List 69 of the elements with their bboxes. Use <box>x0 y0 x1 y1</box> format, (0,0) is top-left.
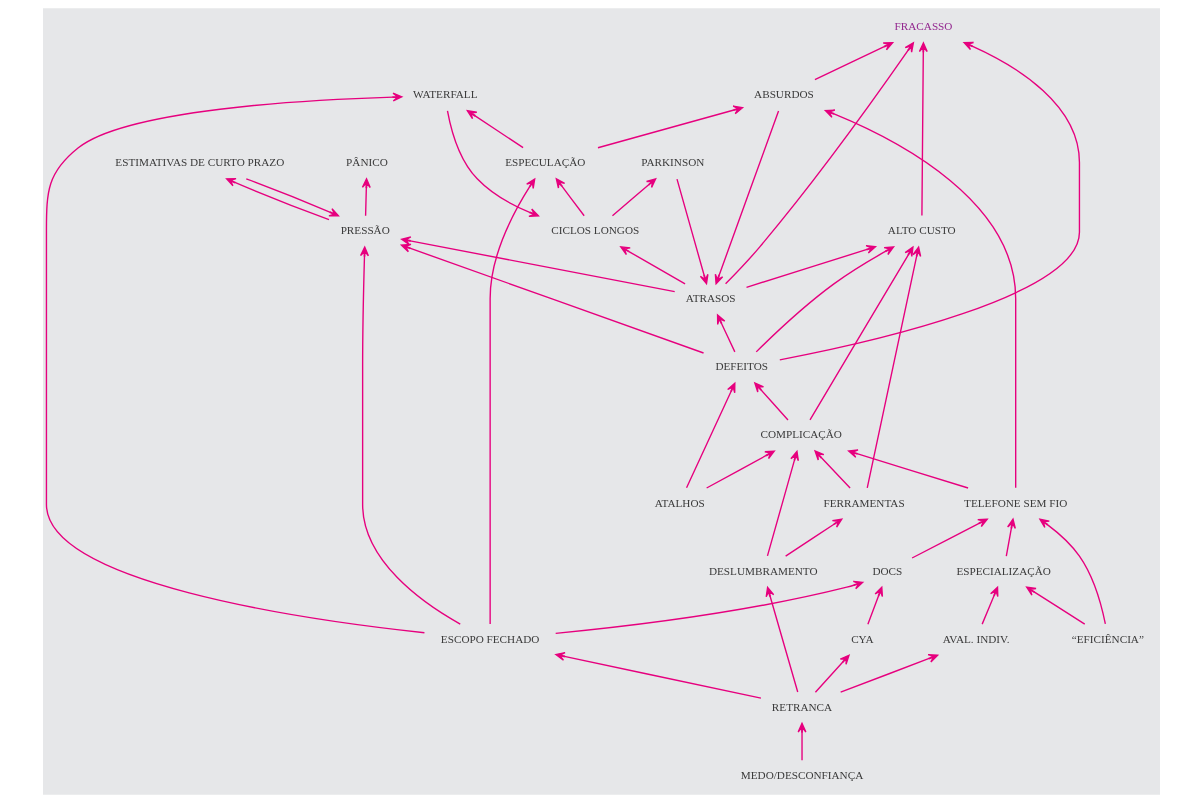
arrow <box>45 92 426 634</box>
arrow <box>847 449 969 489</box>
arrow <box>866 246 922 489</box>
node-text: ABSURDOS <box>754 88 814 101</box>
arrow <box>359 246 461 625</box>
node-text: ESTIMATIVAS DE CURTO PRAZO <box>115 156 285 169</box>
node-text: PRESSÃO <box>340 224 390 237</box>
node-text: CICLOS LONGOS <box>551 224 640 237</box>
arrow <box>809 246 914 421</box>
node-text: ESCOPO FECHADO <box>440 632 540 645</box>
arrow <box>716 314 736 353</box>
arrow <box>225 178 330 221</box>
arrow <box>754 382 789 421</box>
node-text: ATRASOS <box>685 292 736 305</box>
node-text: RETRANCA <box>771 700 833 713</box>
arrow <box>1039 518 1107 625</box>
arrow <box>555 178 585 217</box>
arrow <box>911 518 988 559</box>
node-text: DOCS <box>872 564 903 577</box>
arrow <box>918 42 928 217</box>
arrow <box>814 42 894 81</box>
arrow <box>755 246 895 353</box>
node-text: ESPECULAÇÃO <box>505 156 586 169</box>
node-text: FRACASSO <box>894 20 953 33</box>
arrow <box>555 651 762 699</box>
arrow <box>597 105 744 149</box>
node-text: “EFICIÊNCIA” <box>1071 632 1144 645</box>
arrow <box>779 41 1081 361</box>
arrow <box>400 243 705 354</box>
arrow <box>981 586 999 625</box>
arrow <box>400 236 676 293</box>
arrow <box>1005 518 1016 557</box>
node-text: PARKINSON <box>641 156 705 169</box>
arrow <box>745 244 877 288</box>
node-text: TELEFONE SEM FIO <box>964 496 1068 509</box>
node-text: COMPLICAÇÃO <box>760 428 842 441</box>
arrow <box>489 178 536 625</box>
arrow <box>784 518 843 557</box>
node-text: FERRAMENTAS <box>823 496 905 509</box>
arrow <box>824 109 1017 489</box>
arrow <box>867 586 884 625</box>
arrow <box>245 178 340 217</box>
arrow <box>797 722 807 761</box>
arrow <box>839 654 939 693</box>
arrow <box>466 110 524 149</box>
node-text: CYA <box>851 632 874 645</box>
node-text: WATERFALL <box>413 88 478 101</box>
arrow <box>554 580 864 635</box>
node-text: AVAL. INDIV. <box>942 632 1010 645</box>
arrow <box>611 178 657 217</box>
arrow <box>765 586 799 693</box>
arrow <box>705 450 775 489</box>
arrow <box>714 110 780 285</box>
arrow <box>724 42 915 285</box>
node-text: PÂNICO <box>346 156 388 169</box>
arrow <box>361 178 371 217</box>
node-text: ATALHOS <box>654 496 705 509</box>
arrow <box>1026 586 1086 625</box>
arrow <box>620 246 686 285</box>
arrow <box>446 110 540 217</box>
arrow <box>814 450 851 489</box>
arrow <box>814 654 850 693</box>
node-text: DESLUMBRAMENTO <box>708 564 818 577</box>
arrow <box>766 450 800 557</box>
node-text: MEDO/DESCONFIANÇA <box>740 768 864 781</box>
node-text: ESPECIALIZAÇÃO <box>956 564 1051 577</box>
arrow <box>676 178 709 285</box>
node-text: DEFEITOS <box>715 360 769 373</box>
node-text: ALTO CUSTO <box>887 224 956 237</box>
